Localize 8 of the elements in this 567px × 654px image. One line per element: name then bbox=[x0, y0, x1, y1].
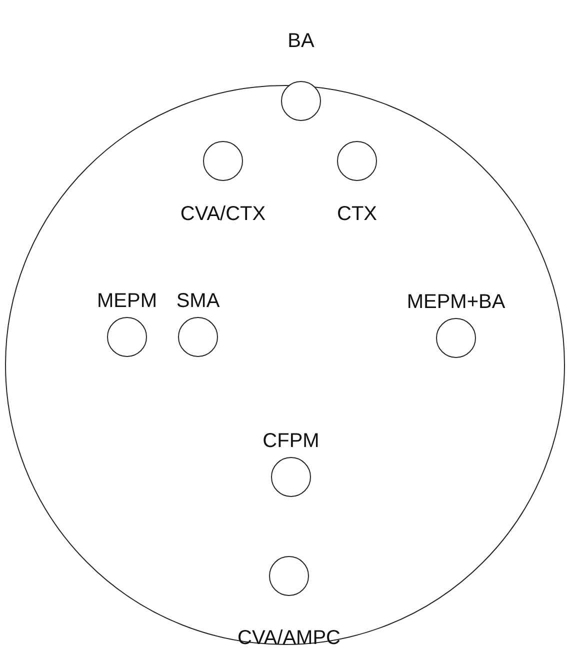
disc-label: MEPM+BA bbox=[406, 290, 506, 314]
disc-label: CVA/AMPC bbox=[238, 626, 340, 650]
disc-label: SMA bbox=[176, 289, 220, 313]
disc-label: BA bbox=[288, 29, 314, 53]
disc-label: CTX bbox=[337, 202, 377, 226]
disc-label: CFPM bbox=[262, 429, 320, 453]
disc-label: MEPM bbox=[97, 289, 157, 313]
disc-label: CVA/CTX bbox=[180, 202, 266, 226]
